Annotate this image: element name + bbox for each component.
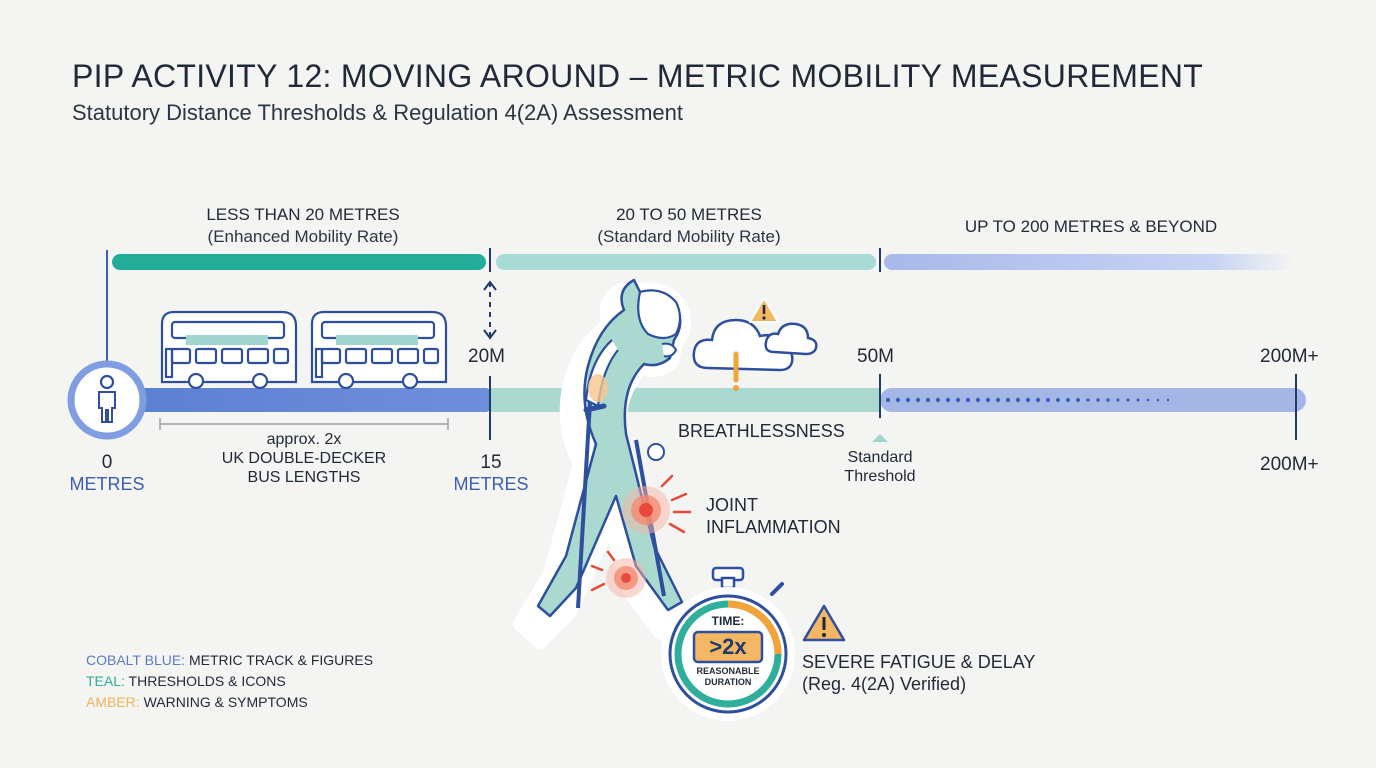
band-bar-enhanced — [112, 254, 486, 270]
band-bar-beyond — [884, 254, 1294, 270]
marker-20m: 20M — [468, 346, 505, 367]
bus-length-note: approx. 2x UK DOUBLE-DECKER BUS LENGTHS — [221, 431, 387, 486]
marker-15-label: 15 METRES — [453, 452, 529, 494]
standard-threshold-label: Standard Threshold — [844, 449, 916, 485]
track-segment-50-200 — [880, 388, 1306, 412]
walking-man-with-crutches-icon — [513, 278, 691, 649]
band-label-enhanced: LESS THAN 20 METRES (Enhanced Mobility R… — [206, 205, 400, 246]
stopwatch-time-label: TIME: — [711, 614, 745, 628]
person-icon — [67, 360, 147, 440]
track-dots — [885, 397, 1170, 403]
standard-threshold-marker — [872, 434, 888, 442]
band-label-beyond: UP TO 200 METRES & BEYOND — [964, 217, 1218, 236]
symptom-breathlessness: BREATHLESSNESS — [678, 421, 845, 441]
legend-item-teal: TEAL: THRESHOLDS & ICONS — [86, 673, 286, 689]
band-label-standard: 20 TO 50 METRES (Standard Mobility Rate) — [597, 205, 781, 246]
pain-burst-icon — [622, 474, 692, 534]
warning-icon — [749, 297, 779, 323]
color-legend: COBALT BLUE: METRIC TRACK & FIGURES TEAL… — [86, 650, 373, 713]
track-segment-20-50 — [490, 388, 880, 412]
stopwatch-icon — [661, 566, 795, 721]
start-label: 0 METRES — [69, 452, 145, 494]
marker-200m-bottom: 200M+ — [1260, 454, 1319, 475]
page-subtitle: Statutory Distance Thresholds & Regulati… — [72, 100, 684, 125]
warning-icon — [802, 604, 846, 642]
stopwatch-caption: REASONABLE DURATION — [696, 666, 760, 687]
legend-item-cobalt: COBALT BLUE: METRIC TRACK & FIGURES — [86, 652, 374, 668]
track-segment-0-20 — [110, 388, 490, 412]
marker-200m-top: 200M+ — [1260, 346, 1319, 367]
double-decker-bus-icon — [310, 310, 448, 390]
double-decker-bus-icon — [160, 310, 298, 390]
marker-50m: 50M — [857, 346, 894, 367]
legend-item-amber: AMBER: WARNING & SYMPTOMS — [86, 694, 308, 710]
cloud-icon — [692, 318, 818, 372]
stopwatch-value: >2x — [709, 634, 747, 659]
symptom-fatigue: SEVERE FATIGUE & DELAY (Reg. 4(2A) Verif… — [802, 652, 1036, 694]
symptom-joint-inflammation: JOINT INFLAMMATION — [706, 495, 841, 537]
warning-icon — [733, 351, 739, 391]
pain-burst-icon — [590, 550, 646, 598]
band-bar-standard — [496, 254, 876, 270]
page-title: PIP ACTIVITY 12: MOVING AROUND – METRIC … — [72, 58, 1204, 94]
